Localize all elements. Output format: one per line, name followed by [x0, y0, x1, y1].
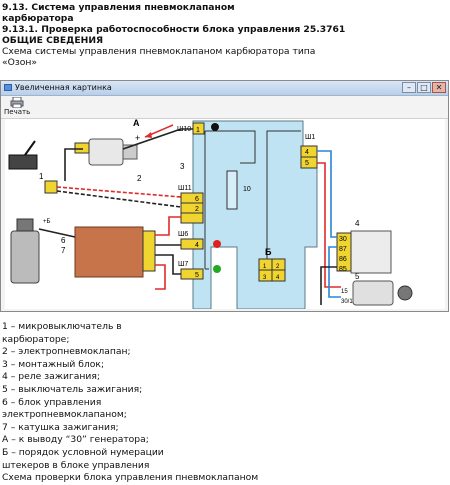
- wiring: [38, 128, 341, 305]
- label-coil-plus: +Б: [43, 219, 51, 225]
- ignition-coil: [10, 218, 40, 284]
- connector-w7: [180, 265, 221, 280]
- label-5: 5: [355, 272, 360, 281]
- window-app-icon: [4, 84, 12, 91]
- legend-item: 6 – блок управления: [2, 396, 102, 408]
- pin-87: 87: [339, 246, 347, 253]
- diagram-canvas: Ш10 1 Ш11 6 2 Ш6 4 Ш7 5 Ш1 4 5 3 10 1: [5, 118, 445, 310]
- b-pin-1: 1: [263, 264, 267, 270]
- ignition-relay: [336, 230, 392, 274]
- label-2: 2: [137, 174, 142, 183]
- pin-w6: 4: [195, 242, 199, 249]
- legend-item: Б – порядок условной нумерации: [2, 446, 164, 458]
- b-pin-2: 2: [276, 264, 280, 270]
- label-10: 10: [243, 186, 251, 193]
- pin-w10: 1: [196, 127, 200, 134]
- connector-w6: [180, 238, 221, 250]
- label-B: Б: [265, 247, 272, 257]
- label-w7: Ш7: [178, 261, 188, 268]
- window-titlebar[interactable]: Увеличенная картинка – □ ✕: [1, 81, 448, 96]
- label-w6: Ш6: [178, 231, 188, 238]
- ignition-switch: [352, 280, 413, 306]
- label-1: 1: [39, 172, 44, 181]
- window-toolbar: Печать: [1, 96, 448, 119]
- legend-item: электропневмоклапаном;: [2, 409, 127, 421]
- subsection-heading: 9.13.1. Проверка работоспособности блока…: [2, 24, 346, 35]
- print-label: Печать: [4, 108, 31, 116]
- label-6: 6: [61, 236, 66, 245]
- connector-w1: [300, 145, 318, 169]
- scheme-caption: Схема системы управления пневмоклапаном …: [2, 46, 316, 57]
- legend-item: 7 – катушка зажигания;: [2, 421, 119, 433]
- close-button[interactable]: ✕: [432, 82, 446, 93]
- legend-item: штекеров в блоке управления: [2, 459, 150, 471]
- pin-w1-5: 5: [305, 160, 309, 167]
- label-w11: Ш11: [178, 185, 192, 192]
- general-info-heading: ОБЩИЕ СВЕДЕНИЯ: [2, 35, 104, 46]
- legend-item: карбюраторе;: [2, 333, 70, 345]
- legend-item: 5 – выключатель зажигания;: [2, 383, 143, 395]
- section-heading-cont: карбюратора: [2, 13, 74, 24]
- pin-15: 15: [341, 289, 348, 295]
- section-heading: 9.13. Система управления пневмоклапаном: [2, 2, 235, 13]
- label-w1: Ш1: [305, 134, 315, 141]
- microswitch: [8, 140, 58, 194]
- fuse-10: [226, 170, 238, 210]
- legend-item: 2 – электропневмоклапан;: [2, 346, 131, 358]
- label-3: 3: [180, 162, 185, 171]
- wiring-diagram: Ш10 1 Ш11 6 2 Ш6 4 Ш7 5 Ш1 4 5 3 10 1: [8, 118, 413, 310]
- print-button[interactable]: Печать: [4, 96, 30, 118]
- connector-w11: [180, 192, 204, 224]
- pin-30-1: 30/1: [341, 299, 353, 305]
- pin-w11-2: 2: [195, 206, 199, 213]
- pin-86: 86: [339, 256, 347, 263]
- scheme-caption-cont: «Озон»: [2, 57, 37, 68]
- image-viewer-window: Увеличенная картинка – □ ✕ Печать: [0, 80, 449, 312]
- pin-85: 85: [339, 266, 347, 273]
- b-pin-4: 4: [276, 275, 280, 281]
- label-A: А: [133, 119, 140, 128]
- legend-item: А – к выводу “30” генератора;: [2, 434, 149, 446]
- legend-item: 1 – микровыключатель в: [2, 321, 122, 332]
- pin-w1-4: 4: [305, 149, 309, 156]
- legend-item: 4 – реле зажигания;: [2, 371, 101, 383]
- label-4: 4: [355, 219, 360, 228]
- label-7: 7: [61, 246, 66, 255]
- legend-item: 3 – монтажный блок;: [2, 358, 105, 370]
- label-plus: +: [135, 133, 140, 143]
- pin-w7: 5: [195, 272, 199, 279]
- connector-b-numbering: [258, 258, 286, 282]
- pneumo-valve: [74, 138, 138, 166]
- maximize-button[interactable]: □: [417, 82, 431, 93]
- control-block: [74, 226, 156, 278]
- window-title: Увеличенная картинка: [15, 83, 112, 92]
- b-pin-3: 3: [263, 275, 267, 281]
- legend-item: Схема проверки блока управления пневмокл…: [2, 472, 259, 484]
- pin-30: 30: [339, 236, 347, 243]
- minimize-button[interactable]: –: [402, 82, 416, 93]
- pin-w11-6: 6: [195, 196, 199, 203]
- printer-icon: [10, 97, 24, 108]
